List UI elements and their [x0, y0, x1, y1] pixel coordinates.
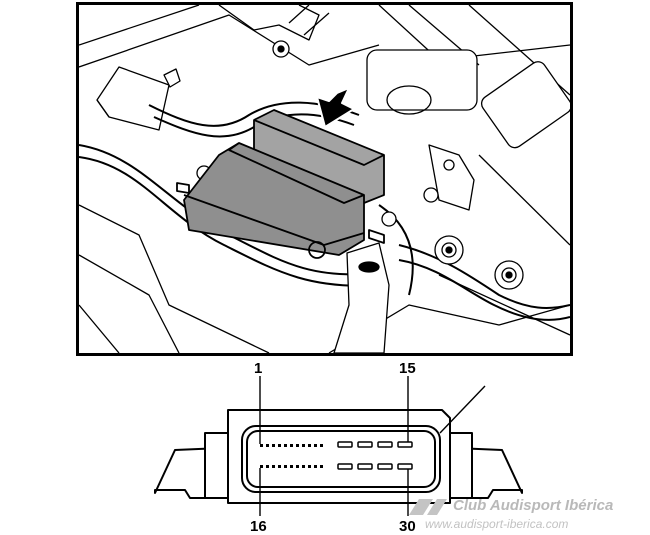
pin-label-16: 16	[250, 518, 267, 535]
pin-row-top-left	[260, 444, 323, 447]
engine-bay-illustration	[76, 2, 573, 356]
pin-label-15: 15	[399, 360, 416, 377]
pin-row-bottom-left	[260, 465, 323, 468]
pin-label-30: 30	[399, 518, 416, 535]
watermark-title: Club Audisport Ibérica	[453, 497, 614, 514]
club-logo-icon	[409, 499, 447, 515]
pin-label-1: 1	[254, 360, 263, 377]
watermark: Club Audisport Ibérica www.audisport-ibe…	[405, 493, 650, 535]
watermark-url: www.audisport-iberica.com	[425, 517, 569, 531]
down-arrow-icon	[316, 87, 355, 128]
connector-pinout-diagram	[154, 376, 523, 516]
